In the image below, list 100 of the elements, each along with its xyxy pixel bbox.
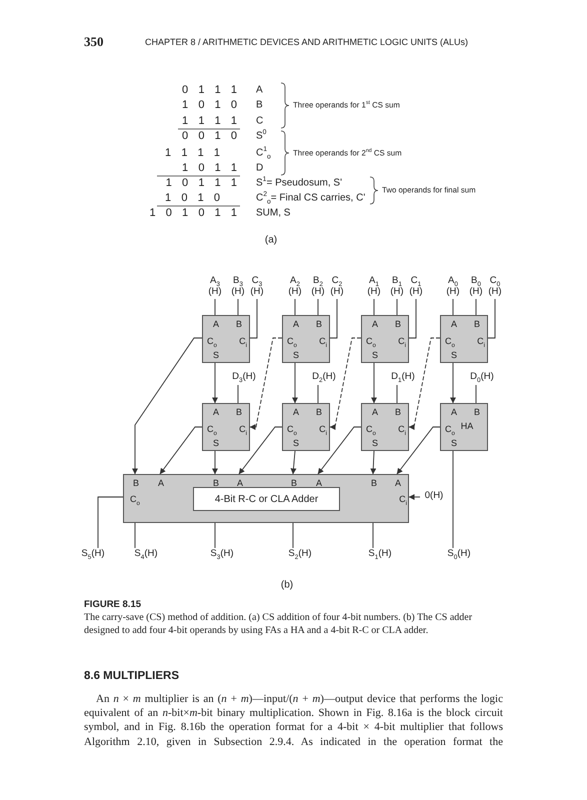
panel-label: (b)	[280, 580, 294, 590]
signal-label: C$_{2}$ (H)	[326, 275, 348, 299]
port-label: S	[293, 350, 299, 360]
port-label: B	[474, 407, 480, 417]
port-label: C$_{o}$	[287, 424, 297, 434]
arrow	[450, 362, 456, 404]
binary-row: 1 0 1 1	[182, 162, 237, 174]
operand-name: SUM, S	[256, 208, 290, 218]
signal-label: B$_{3}$ (H)	[227, 275, 249, 299]
port-label: B	[371, 478, 377, 488]
wire-line	[408, 298, 416, 338]
signal-label: S$_{4}$(H)	[129, 548, 163, 564]
signal-label: D$_{0}$(H)	[466, 371, 498, 385]
binary-row: 0 1 1 1	[182, 84, 237, 96]
port-label: A	[451, 319, 457, 329]
port-label: S	[372, 438, 378, 448]
operand-name: S$^{0}$	[256, 130, 266, 142]
port-label: B	[213, 478, 219, 488]
signal-label: S$_{2}$(H)	[283, 548, 317, 564]
port-label: A	[293, 407, 299, 417]
signal-label: D$_{1}$(H)	[387, 371, 419, 385]
port-label: B	[291, 478, 297, 488]
adder-name-label: 4-Bit R-C or CLA Adder	[193, 487, 340, 511]
port-label: B	[236, 407, 242, 417]
wire-line	[134, 522, 136, 548]
port-label: C$_{i}$	[319, 424, 327, 434]
binary-row: 1 1 1 1	[182, 115, 237, 127]
arrow	[160, 426, 202, 474]
figure-number: FIGURE 8.15	[84, 599, 142, 610]
signal-label: S$_{0}$(H)	[440, 548, 478, 564]
running-header: CHAPTER 8 / ARITHMETIC DEVICES AND ARITHMETIC LOGIC UNITS (ALUs)	[145, 37, 468, 47]
binary-row: 1 0 1 0	[182, 99, 237, 111]
operand-name: S$^{1}$= Pseudosum, S'	[256, 178, 342, 188]
binary-row: 1 0 1 0 1 1	[150, 207, 237, 219]
signal-label: C$_{1}$ (H)	[405, 275, 427, 299]
port-label: B	[474, 319, 480, 329]
wire-line	[330, 298, 338, 338]
wire-line	[396, 298, 398, 316]
port-label: C$_{o}$	[445, 424, 455, 434]
port-label: C$_{o}$	[445, 336, 455, 346]
signal-label: B$_{2}$ (H)	[307, 275, 329, 299]
binary-row: 1 0 1 0	[165, 192, 220, 204]
port-label: C$_{i}$	[398, 336, 406, 346]
signal-label: A$_{2}$ (H)	[284, 275, 306, 299]
wire-line	[214, 522, 216, 548]
operand-name: D	[256, 162, 264, 174]
port-label: C$_{o}$	[366, 424, 376, 434]
operand-name: B	[256, 100, 263, 110]
half-adder-box	[440, 403, 488, 451]
wire-line	[452, 450, 454, 548]
signal-label: B$_{0}$ (H)	[465, 275, 487, 299]
port-label: A	[213, 407, 219, 417]
arrow	[330, 338, 362, 430]
section-heading: 8.6 MULTIPLIERS	[84, 670, 179, 682]
port-label: S	[213, 350, 219, 360]
wire-line	[250, 298, 258, 338]
operand-name: C$^{2}$$_{o}$= Final CS carries, C'	[256, 192, 366, 204]
port-label: C$_{o}$	[130, 494, 140, 504]
wire-line	[292, 522, 294, 548]
wire-line	[396, 384, 398, 404]
full-adder-box	[202, 403, 250, 451]
port-label: A	[395, 478, 401, 488]
signal-label: B$_{1}$ (H)	[386, 275, 408, 299]
binary-row: 0 0 1 0	[182, 130, 237, 142]
port-label: A	[213, 319, 219, 329]
full-adder-box	[361, 315, 409, 363]
arrow	[212, 362, 218, 404]
port-label: C$_{i}$	[319, 336, 327, 346]
arrow	[396, 426, 440, 474]
signal-label: 0(H)	[420, 490, 448, 504]
signal-label: S$_{3}$(H)	[205, 548, 239, 564]
port-label: B	[395, 319, 401, 329]
port-label: A	[158, 478, 164, 488]
full-adder-box	[361, 403, 409, 451]
arrow	[212, 450, 218, 474]
port-label: C$_{i}$	[239, 424, 247, 434]
arrow	[292, 362, 298, 404]
binary-row: 1 1 1 1	[165, 147, 220, 159]
full-adder-box	[202, 315, 250, 363]
port-label: S	[451, 350, 457, 360]
port-label: A	[293, 319, 299, 329]
arrow	[371, 362, 377, 404]
wire-line	[488, 298, 496, 338]
operand-name: A	[256, 84, 263, 96]
arrow	[132, 338, 202, 474]
arrow	[408, 494, 420, 500]
port-label: A	[372, 319, 378, 329]
port-label: S	[213, 438, 219, 448]
port-label: A	[237, 478, 243, 488]
port-label: B	[395, 407, 401, 417]
port-label: C$_{i}$	[477, 336, 485, 346]
arrow	[408, 338, 440, 430]
port-label: B	[316, 319, 322, 329]
port-label: S	[372, 350, 378, 360]
arrow	[238, 426, 282, 474]
panel-label: (a)	[264, 234, 278, 246]
signal-label: A$_{0}$ (H)	[442, 275, 464, 299]
binary-row: 1 0 1 1 1	[166, 177, 237, 189]
port-label: A	[372, 407, 378, 417]
block-type-label: HA	[460, 421, 474, 431]
